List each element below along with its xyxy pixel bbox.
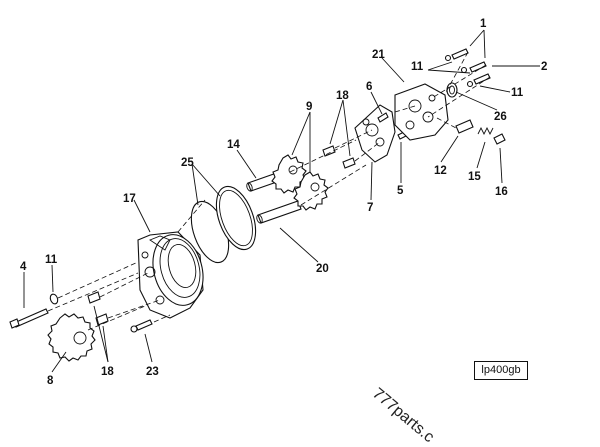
bushing-18-bottom-a <box>87 291 101 304</box>
callout-6: 6 <box>366 81 372 93</box>
callout-11: 11 <box>411 61 424 73</box>
bushing-18-top-b <box>342 157 356 169</box>
callout-8: 8 <box>47 375 54 387</box>
plug-16 <box>493 133 506 145</box>
callout-2: 2 <box>541 61 547 73</box>
callout-4: 4 <box>20 261 27 273</box>
screw-1-a <box>444 48 469 62</box>
screw-4 <box>9 308 49 329</box>
spring-15 <box>477 126 494 136</box>
callout-11: 11 <box>45 254 58 266</box>
screw-23 <box>130 319 153 333</box>
callout-11: 11 <box>511 87 524 99</box>
callout-labels: 1 2 11 11 21 6 26 18 9 12 15 16 5 7 14 2… <box>20 18 547 387</box>
ring-26 <box>446 82 458 98</box>
exploded-parts-diagram: 1 2 11 11 21 6 26 18 9 12 15 16 5 7 14 2… <box>9 18 547 387</box>
assembly-guide-lines <box>47 51 491 331</box>
callout-15: 15 <box>468 171 481 183</box>
callout-23: 23 <box>146 366 159 378</box>
gear-9-lower <box>293 171 329 211</box>
callout-9: 9 <box>306 101 312 113</box>
callout-5: 5 <box>397 185 404 197</box>
gear-8 <box>47 313 96 362</box>
callout-14: 14 <box>227 139 240 151</box>
callout-16: 16 <box>495 186 508 198</box>
gasket-25-b <box>215 185 257 251</box>
plunger-12 <box>455 119 474 134</box>
figure-reference-code: lp400gb <box>474 361 528 380</box>
callout-18: 18 <box>101 366 114 378</box>
callout-21: 21 <box>372 49 385 61</box>
screw-1-c <box>466 73 491 88</box>
callout-17: 17 <box>123 193 136 205</box>
callout-7: 7 <box>367 202 373 214</box>
callout-1: 1 <box>480 18 487 30</box>
pin-6 <box>377 112 389 123</box>
callout-20: 20 <box>316 263 329 275</box>
cover-21 <box>394 83 449 141</box>
callout-26: 26 <box>494 111 507 123</box>
callout-25: 25 <box>181 157 194 169</box>
callout-12: 12 <box>434 165 447 177</box>
bushing-18-top-a <box>322 145 336 157</box>
leader-lines <box>23 29 540 373</box>
shaft-20 <box>256 200 302 224</box>
washer-11-left <box>49 293 59 305</box>
plate-7 <box>354 104 396 163</box>
gear-9-upper <box>271 154 307 194</box>
bushing-18-bottom-b <box>95 313 109 326</box>
callout-18: 18 <box>336 90 349 102</box>
pump-body-17 <box>137 231 204 319</box>
